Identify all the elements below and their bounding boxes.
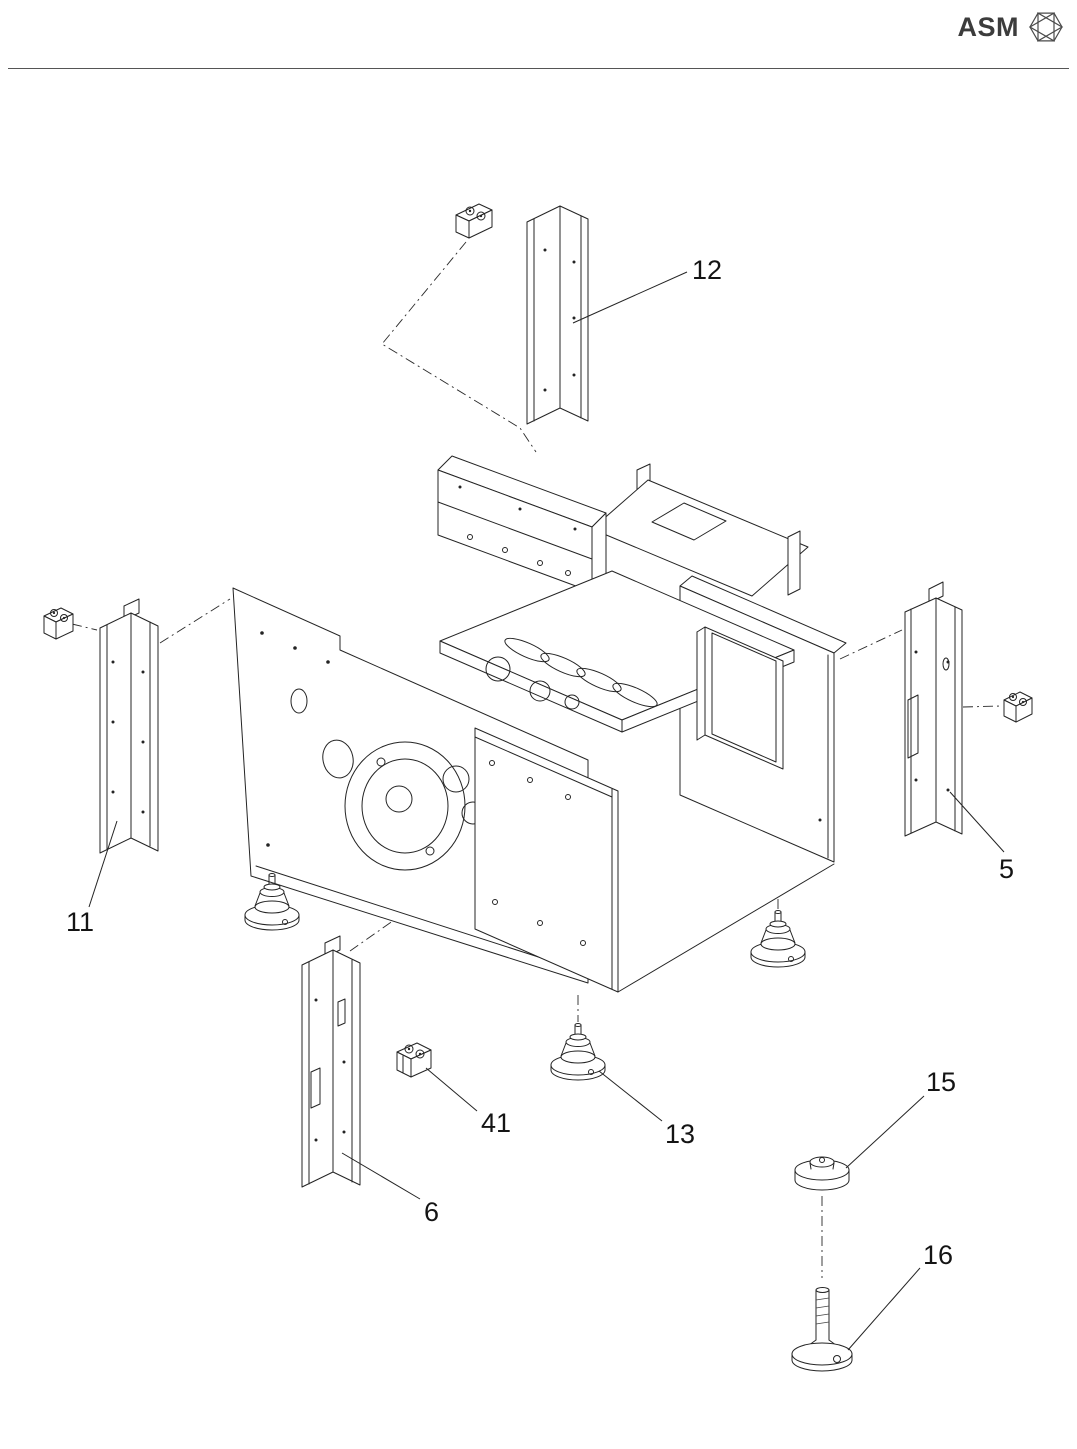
part-16-leveler-screw [791,1287,853,1372]
part-5-mounting-bracket [1003,691,1033,723]
part-5-right-cover [904,581,963,837]
part-11-left-cover [99,598,159,854]
part-11-mounting-bracket [43,607,74,640]
part-6-lower-left-cover [301,935,361,1188]
part-12-mounting-bracket [455,203,493,239]
callout-label-41: 41 [481,1108,511,1138]
callout-label-6: 6 [424,1197,439,1227]
asm-logo-text: ASM [957,11,1019,42]
asm-geodesic-logo-icon [1028,12,1064,42]
frame-assembly [232,455,847,993]
asm-logo: ASM [958,8,1066,46]
callout-label-16: 16 [923,1240,953,1270]
part-41-clamp-bracket [396,1042,432,1078]
part-13-leveling-foot [550,1023,606,1081]
callout-label-11: 11 [66,907,94,937]
part-12-upper-cover [526,205,589,425]
header-rule [8,68,1069,69]
callout-label-12: 12 [692,255,722,285]
callout-label-13: 13 [665,1119,695,1149]
leveling-foot-right [750,910,806,968]
callout-leader-lines [88,271,1005,1351]
callout-label-15: 15 [926,1067,956,1097]
callout-label-5: 5 [999,854,1014,884]
callout-labels: 12 11 5 6 41 13 15 16 [66,255,1014,1270]
part-15-foot-pad [794,1156,850,1191]
